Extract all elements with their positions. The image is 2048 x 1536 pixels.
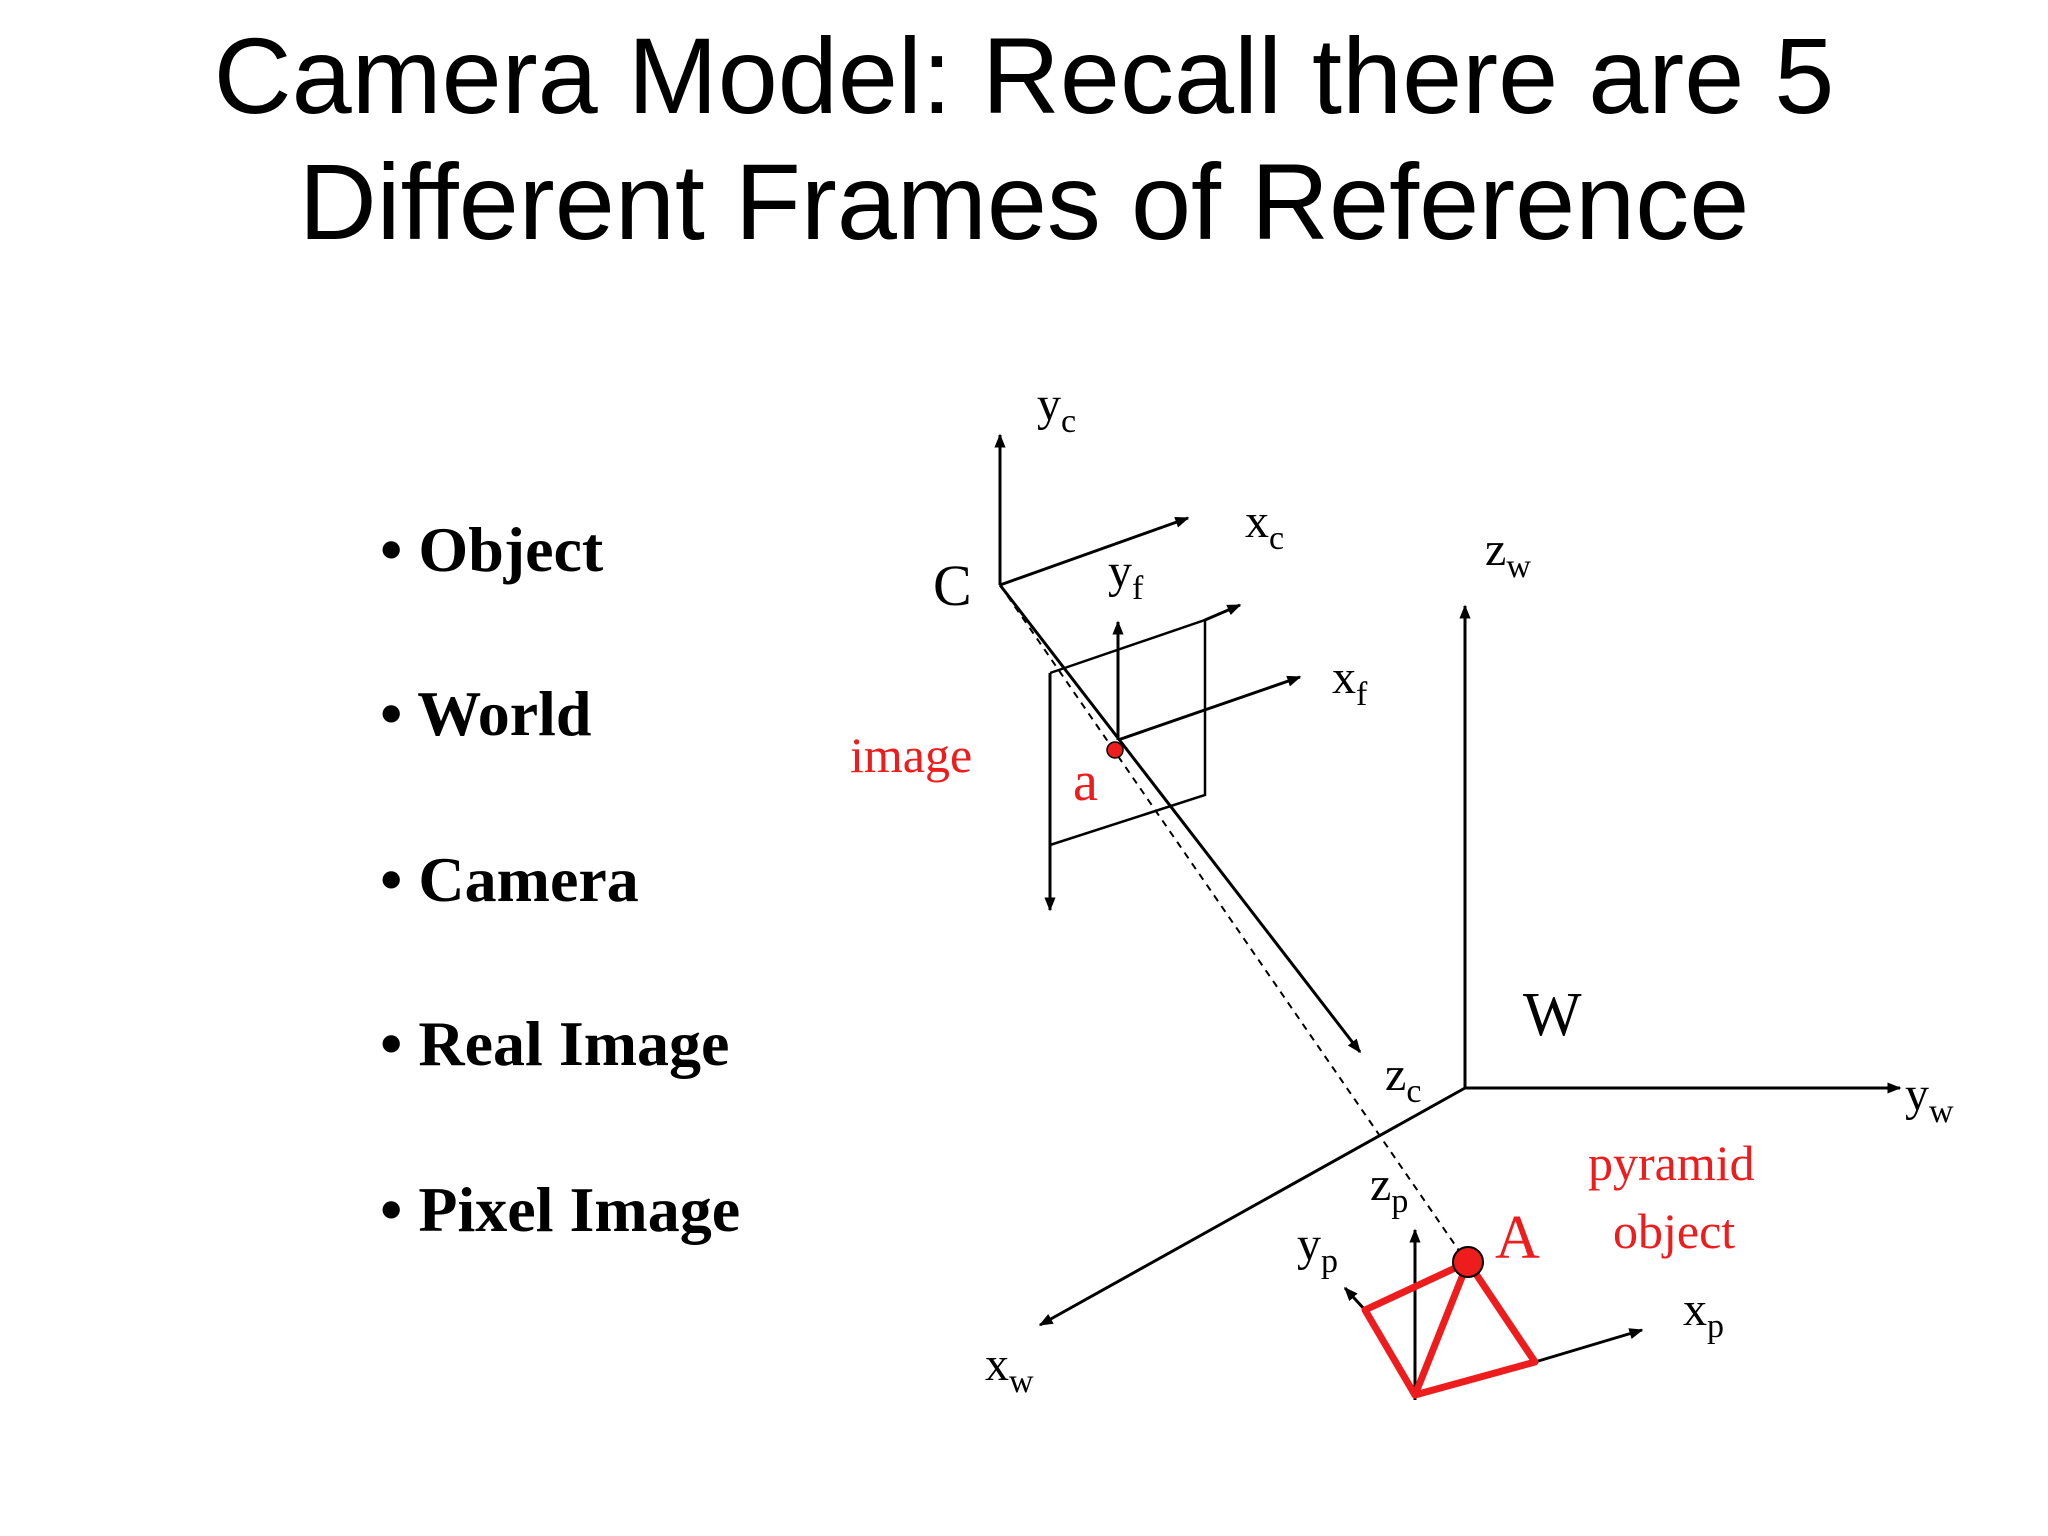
world-x-axis [1038,1086,1466,1327]
axis-label-xf: xf [1332,651,1368,713]
bullet-marker: • [380,844,403,915]
image-label: image [850,727,972,783]
axis-label-yp: yp [1297,1218,1338,1280]
bullet-label: Camera [418,844,639,915]
object-label-line-2: object [1613,1203,1735,1259]
axis-label-zc: zc [1385,1048,1421,1110]
image-x-axis [1117,675,1302,742]
axis-label-yc: yc [1037,378,1076,440]
bullet-real-image: • Real Image [380,1012,729,1076]
bullet-label: World [417,678,592,749]
bullet-label: Real Image [418,1008,730,1079]
title-line-2: Different Frames of Reference [298,141,1750,262]
camera-z-axis [998,584,1362,1054]
axis-label-xp: xp [1683,1283,1724,1345]
camera-x-axis [999,516,1190,587]
image-plane-top-arrow [1204,603,1242,622]
bullet-marker: • [380,514,403,585]
axis-label-xw: xw [985,1338,1034,1400]
object-label-line-1: pyramid [1588,1135,1755,1191]
camera-center-label: C [933,553,972,618]
point-A-marker [1452,1246,1484,1278]
axis-label-yf: yf [1108,545,1144,607]
point-a-label: a [1073,751,1098,813]
object-y-axis [1343,1286,1367,1312]
bullet-label: Pixel Image [418,1174,741,1245]
world-origin-label: W [1523,981,1582,1049]
bullet-label: Object [418,514,604,585]
object-x-axis [1534,1328,1644,1364]
axis-label-xc: xc [1245,495,1284,557]
point-a-marker [1106,741,1124,759]
bullet-world: • World [380,682,592,746]
bullet-marker: • [380,678,403,749]
image-plane [1049,618,1207,847]
pyramid-edge [1411,1258,1472,1399]
bullet-camera: • Camera [380,848,639,912]
axis-label-zw: zw [1485,523,1531,585]
point-A-label: A [1495,1204,1540,1272]
bullet-object: • Object [380,518,603,582]
axis-label-zp: zp [1370,1158,1408,1220]
pyramid-base [1361,1258,1539,1399]
projection-ray [999,584,1463,1256]
bullet-marker: • [380,1008,403,1079]
axis-label-yw: yw [1905,1068,1954,1130]
title-line-1: Camera Model: Recall there are 5 [213,15,1835,136]
bullet-marker: • [380,1174,403,1245]
bullet-pixel-image: • Pixel Image [380,1178,740,1242]
